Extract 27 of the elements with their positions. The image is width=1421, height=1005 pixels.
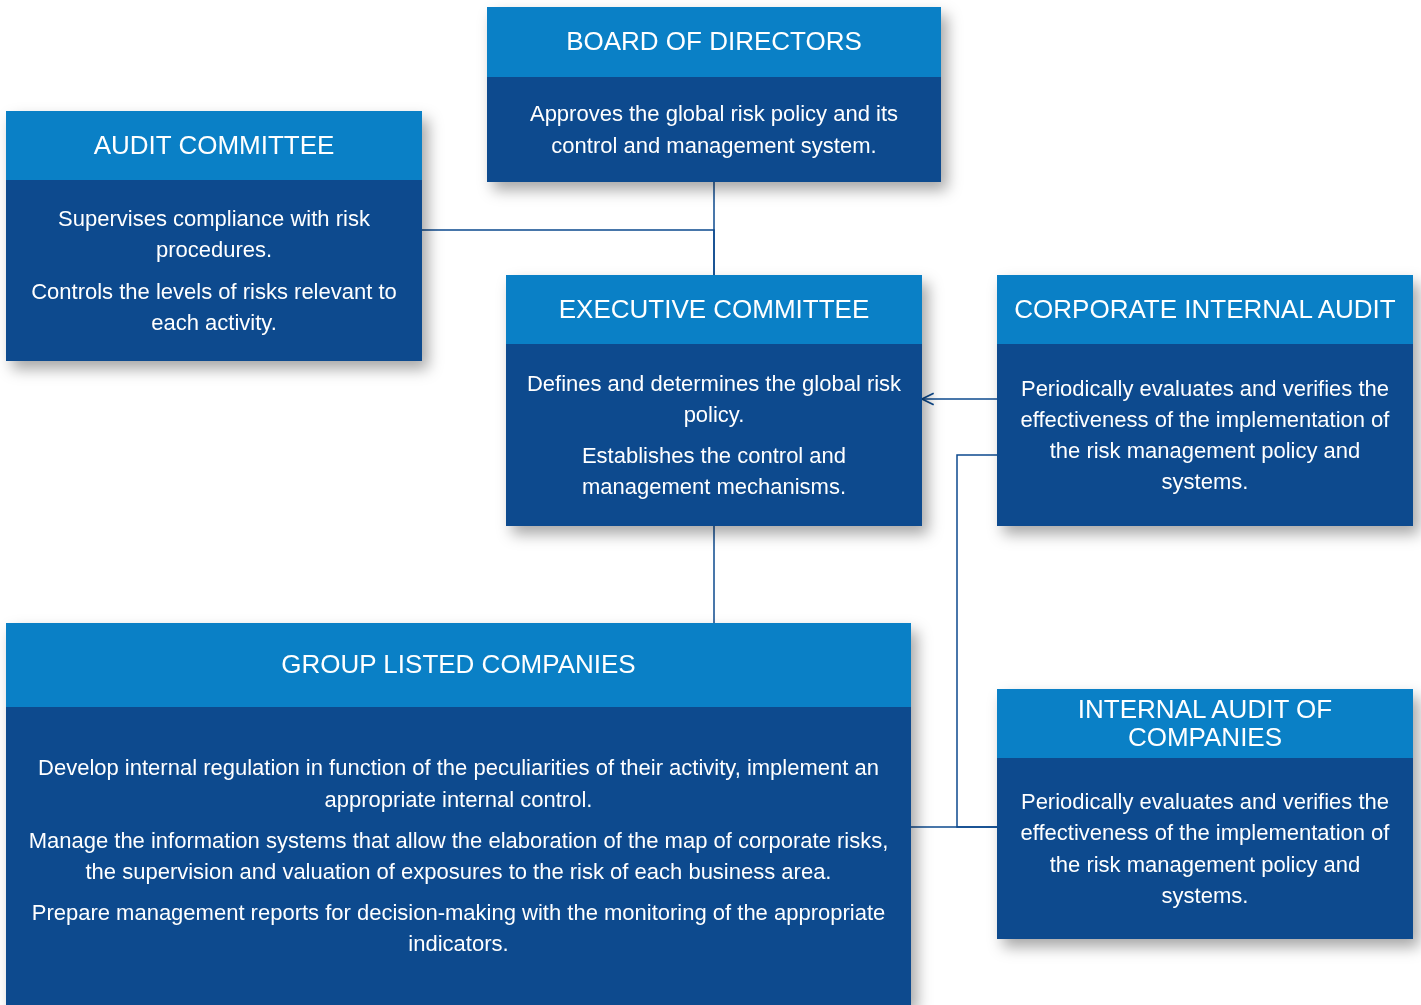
box-description: Establishes the control and management mechanisms. — [580, 442, 848, 502]
box-description: Develop internal regulation in function of the peculiarities of their activity, implement an appropriate internal control. — [37, 754, 880, 814]
box-description: Periodically evaluates and verifies the effectiveness of the implementation of the risk management policy and systems. — [1019, 374, 1391, 497]
box-description: Controls the levels of risks relevant to each activity. — [30, 277, 398, 337]
box-description: Manage the information systems that allow the elaboration of the map of corporate risks, the supervision and valuation of exposures to the risk of each business area. — [27, 826, 890, 886]
connector-line — [421, 229, 715, 276]
process-box — [997, 275, 1413, 526]
process-box — [487, 7, 941, 182]
process-box — [997, 689, 1413, 939]
arrow — [921, 392, 998, 406]
process-box — [6, 111, 422, 361]
box-heading: GROUP LISTED COMPANIES — [281, 651, 636, 679]
box-description: Approves the global risk policy and its control and management system. — [528, 100, 900, 160]
connector-line — [956, 454, 998, 828]
box-description: Defines and determines the global risk policy. — [525, 369, 903, 429]
box-heading: INTERNAL AUDIT OF COMPANIES — [1076, 696, 1334, 751]
box-heading: CORPORATE INTERNAL AUDIT — [1014, 295, 1396, 324]
box-heading: BOARD OF DIRECTORS — [566, 28, 862, 56]
process-box — [6, 623, 911, 1005]
box-description: Prepare management reports for decision-making with the monitoring of the appropriate indicators. — [30, 899, 887, 959]
connector-line — [713, 525, 715, 624]
connector-line — [910, 826, 998, 828]
process-box — [506, 275, 922, 526]
box-description: Supervises compliance with risk procedures. — [57, 205, 371, 265]
box-heading: EXECUTIVE COMMITTEE — [558, 295, 870, 324]
box-description: Periodically evaluates and verifies the effectiveness of the implementation of the risk management policy and systems. — [1019, 788, 1391, 910]
box-heading: AUDIT COMMITTEE — [93, 131, 335, 160]
